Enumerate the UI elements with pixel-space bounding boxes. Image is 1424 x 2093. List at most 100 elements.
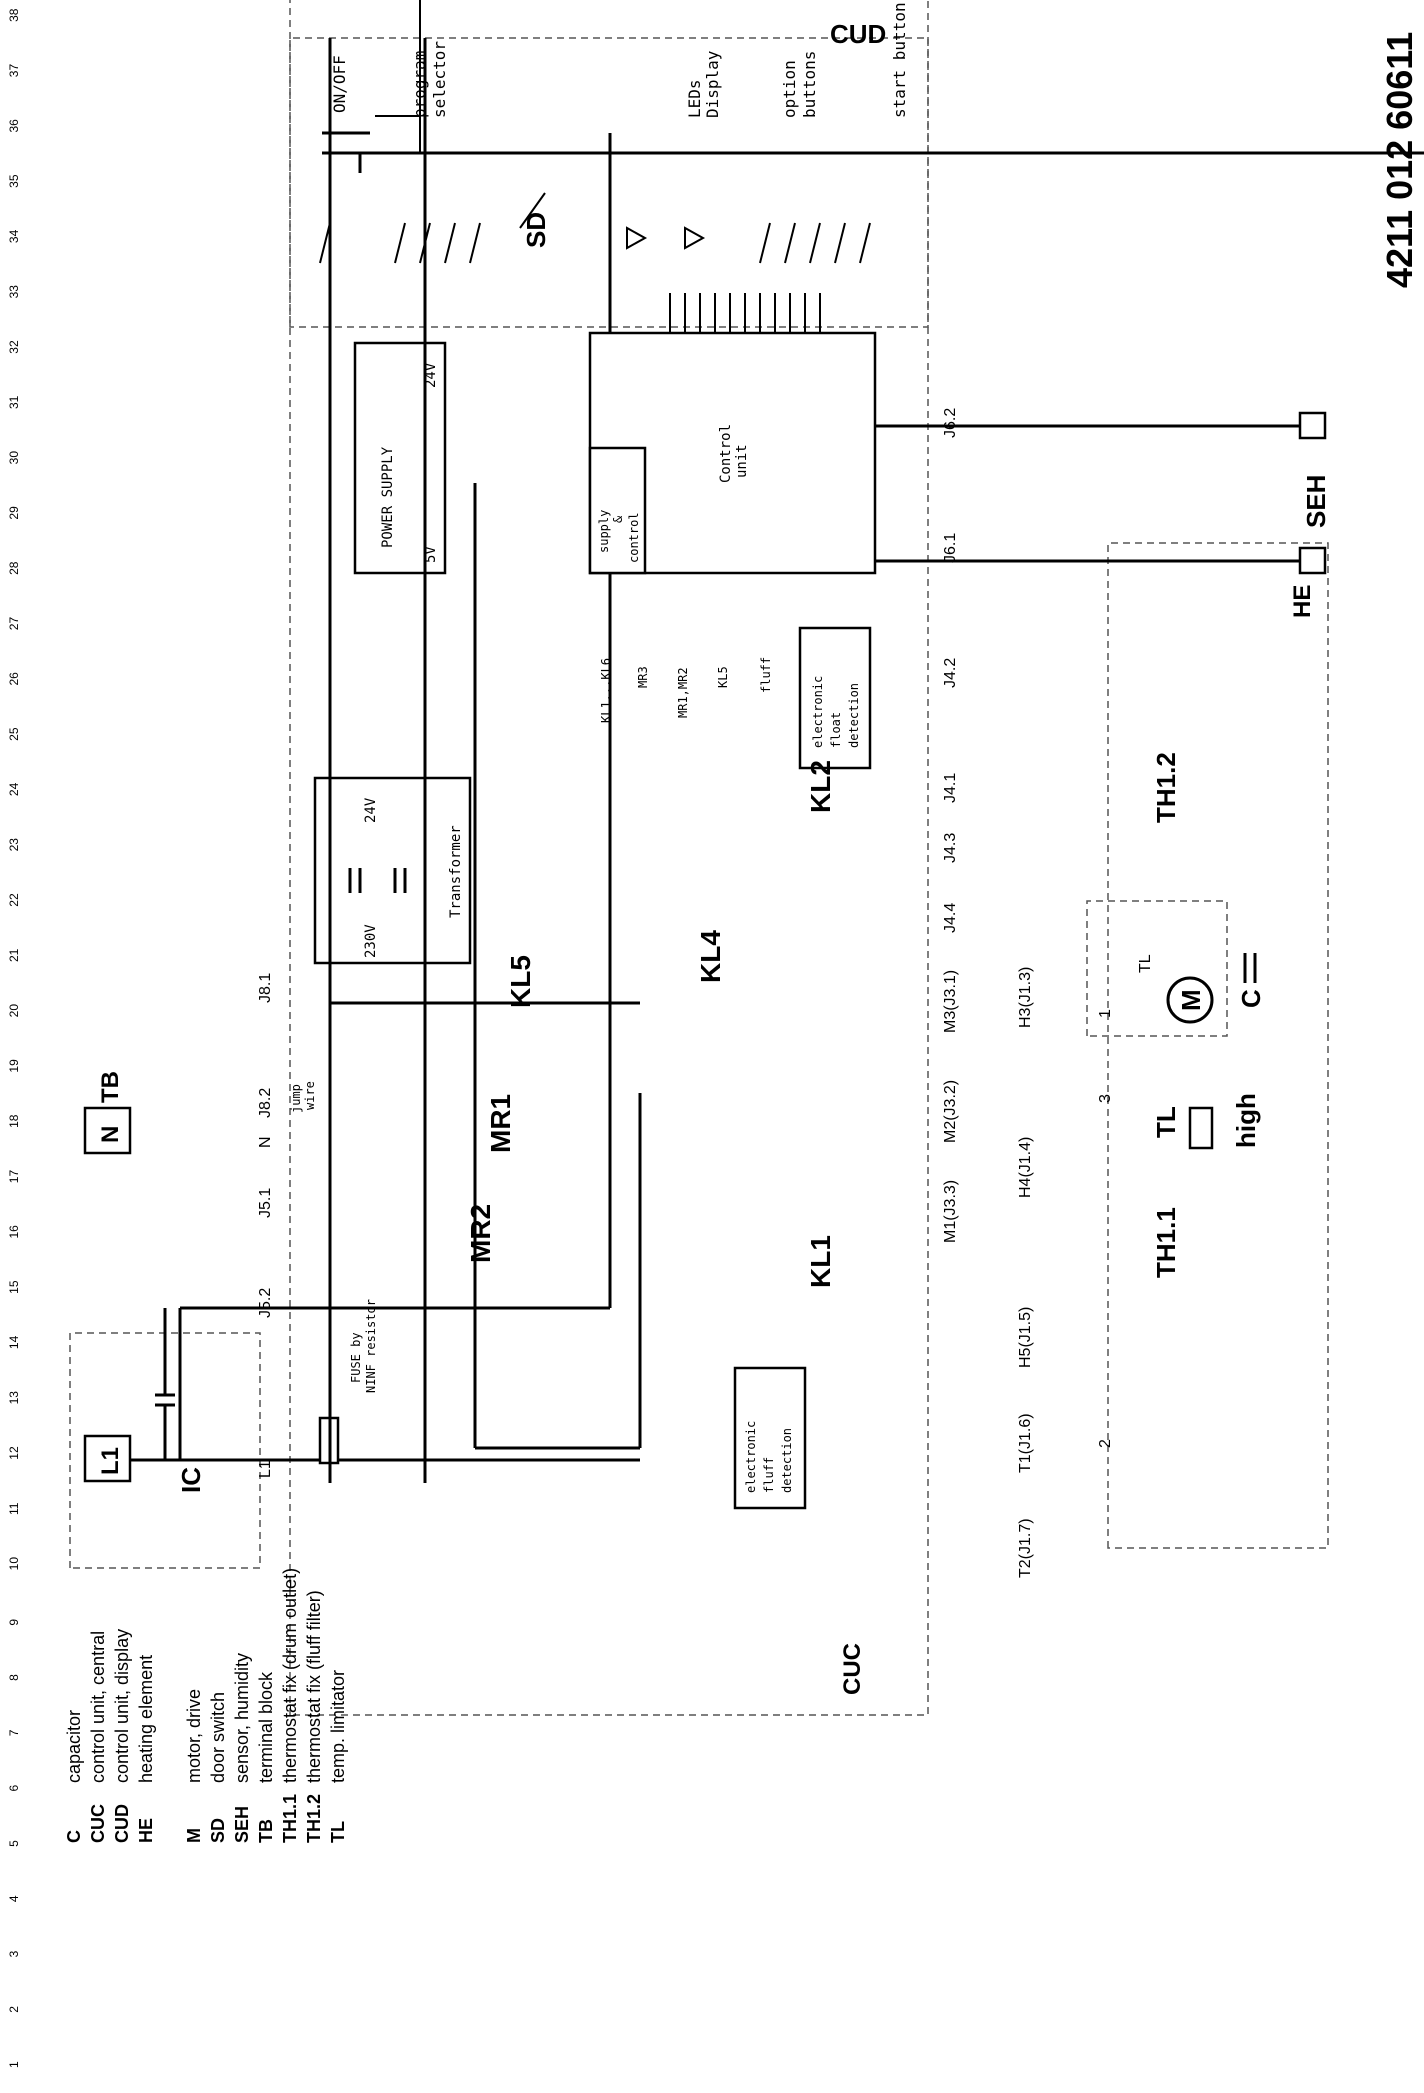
ruler-number: 35 <box>7 174 21 188</box>
conn-l1-pin: L1 <box>257 1460 274 1478</box>
cud-switches <box>319 192 871 264</box>
he-label: HE <box>1289 585 1316 618</box>
fluff-label-1: electronic <box>744 1421 758 1493</box>
display-label: Display <box>703 50 722 118</box>
document-number: 4211 012 60611 <box>1379 32 1420 288</box>
transformer-box <box>313 776 472 965</box>
out-mr12-label: MR1,MR2 <box>676 667 690 718</box>
conn-t1: T1(J1.6) <box>1017 1413 1034 1473</box>
fuse-label-1: FUSE by <box>349 1332 363 1383</box>
conn-m2: M2(J3.2) <box>942 1080 959 1143</box>
ruler-number: 14 <box>7 1335 21 1349</box>
motor-tl-label: TL <box>1137 954 1154 973</box>
conn-j52: J5.2 <box>257 1288 274 1318</box>
conn-j42: J4.2 <box>942 658 959 688</box>
conn-j81: J8.1 <box>257 973 274 1003</box>
grid-ruler: 1234567891011121314151617181920212223242… <box>7 8 21 2068</box>
transformer-24v: 24V <box>363 797 379 823</box>
ruler-number: 19 <box>7 1059 21 1073</box>
supply-label-1: supply <box>597 510 611 553</box>
float-label-2: float <box>829 712 843 748</box>
transformer-label: Transformer <box>448 825 464 918</box>
ruler-number: 1 <box>7 2061 21 2068</box>
tl-label: TL <box>1151 1106 1181 1138</box>
ruler-number: 25 <box>7 727 21 741</box>
motor-symbol <box>1166 976 1214 1024</box>
jump-wire-label-1: jump <box>289 1084 303 1113</box>
ruler-number: 37 <box>7 64 21 78</box>
legend-text: sensor, humidity <box>232 1653 252 1783</box>
ruler-number: 36 <box>7 119 21 133</box>
motor-m-label: M <box>1176 989 1206 1011</box>
conn-j61: J6.1 <box>942 533 959 563</box>
ruler-number: 8 <box>7 1674 21 1681</box>
conn-j82: J8.2 <box>257 1088 274 1118</box>
conn-j43: J4.3 <box>942 833 959 863</box>
he-boundary <box>1107 542 1329 1549</box>
pin-2: 2 <box>1097 1439 1114 1448</box>
ruler-number: 22 <box>7 893 21 907</box>
ruler-number: 20 <box>7 1004 21 1018</box>
n-box <box>83 1106 132 1155</box>
door-switch-label: SD <box>521 212 551 248</box>
ruler-number: 23 <box>7 838 21 852</box>
conn-j44: J4.4 <box>942 903 959 933</box>
ruler-number: 2 <box>7 2006 21 2013</box>
ruler-number: 26 <box>7 672 21 686</box>
float-label-1: electronic <box>811 676 825 748</box>
legend-code: C <box>64 1830 84 1843</box>
ruler-number: 10 <box>7 1557 21 1571</box>
legend-text: temp. limitator <box>328 1670 348 1783</box>
th12-label: TH1.2 <box>1151 752 1181 823</box>
start-button-label: start button <box>890 2 909 118</box>
heater-resistor <box>1188 1106 1214 1150</box>
ruler-number: 3 <box>7 1950 21 1957</box>
ruler-number: 12 <box>7 1446 21 1460</box>
legend-code: TL <box>328 1821 348 1843</box>
kl5-label: KL5 <box>505 955 536 1008</box>
legend-code: M <box>184 1828 204 1843</box>
ruler-number: 18 <box>7 1114 21 1128</box>
legend-code: SD <box>208 1818 228 1843</box>
ic-label: IC <box>176 1467 206 1493</box>
leds-label: LEDs <box>685 79 704 118</box>
mr1-label: MR1 <box>485 1094 516 1153</box>
legend-code: SEH <box>232 1806 252 1843</box>
program-selector-label-2: selector <box>430 41 449 118</box>
ruler-number: 7 <box>7 1729 21 1736</box>
out-mr3-label: MR3 <box>636 666 650 688</box>
ruler-number: 32 <box>7 340 21 354</box>
mr2-label: MR2 <box>465 1204 496 1263</box>
fluff-label-2: fluff <box>762 1457 776 1493</box>
option-buttons-label-2: buttons <box>800 51 819 118</box>
control-unit-label-2: unit <box>734 444 750 478</box>
ruler-number: 24 <box>7 782 21 796</box>
legend-code: TH1.2 <box>304 1794 324 1843</box>
cuc-label: CUC <box>839 1643 866 1695</box>
transformer-230v: 230V <box>363 924 379 958</box>
fluff-detection-box <box>733 1366 807 1510</box>
seh-terminal-1 <box>1298 546 1327 575</box>
option-buttons-label-1: option <box>780 60 799 118</box>
kl1-label: KL1 <box>805 1235 836 1288</box>
conn-m1: M1(J3.3) <box>942 1180 959 1243</box>
legend-text: door switch <box>208 1692 228 1783</box>
legend-text: motor, drive <box>184 1689 204 1783</box>
conn-j51: J5.1 <box>257 1188 274 1218</box>
legend-text: control unit, display <box>112 1629 132 1783</box>
legend-text: heating element <box>136 1655 156 1783</box>
out-kl-label: KL1...KL6 <box>599 658 613 723</box>
float-detection-box <box>798 626 872 770</box>
legend-code: CUC <box>88 1804 108 1843</box>
connector-labels: J6.2 J6.1 J4.2 J4.1 J4.3 J4.4 M3(J3.1) M… <box>257 408 1114 1578</box>
supply-label-3: control <box>627 512 641 563</box>
power-supply-box <box>353 341 447 575</box>
kl2-label: KL2 <box>805 760 836 813</box>
in-fluff-label: fluff <box>759 657 773 693</box>
ruler-number: 33 <box>7 285 21 299</box>
ruler-number: 9 <box>7 1619 21 1626</box>
ruler-number: 29 <box>7 506 21 520</box>
legend-code: TH1.1 <box>280 1794 300 1843</box>
